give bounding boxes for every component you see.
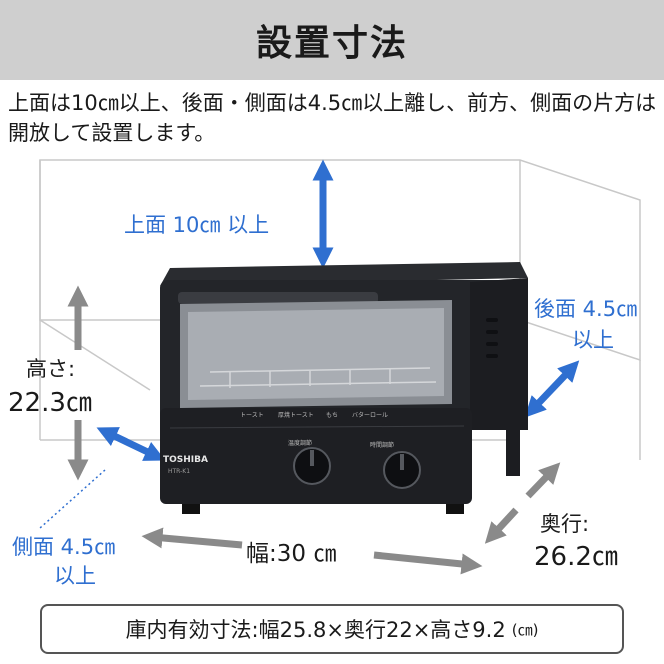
interior-dimensions-unit: (㎝) (511, 620, 539, 639)
menu-label-toast: トースト (240, 412, 264, 419)
back-clearance-label-line1: 後面 4.5㎝ (534, 297, 638, 321)
temperature-dial-label: 温度調節 (288, 440, 313, 447)
oven-rack (199, 367, 437, 388)
depth-arrow-bottom (484, 507, 519, 544)
door-handle (178, 292, 378, 304)
side-clearance-label-line1: 側面 4.5㎝ (12, 535, 116, 559)
menu-label-thick-toast: 厚焼トースト (278, 412, 314, 419)
width-dimension: 幅:30 ㎝ (246, 541, 337, 567)
back-clearance-label-line2: 以上 (572, 328, 614, 352)
timer-dial-label: 時間調節 (370, 442, 395, 449)
menu-label-mochi: もち (326, 412, 339, 419)
side-clearance-arrow (96, 427, 166, 461)
height-value: 22.3㎝ (8, 388, 92, 418)
depth-value: 26.2㎝ (534, 542, 618, 572)
height-label: 高さ: (26, 357, 76, 381)
depth-arrow-top (525, 462, 561, 499)
installation-description: 上面は10㎝以上、後面・側面は4.5㎝以上離し、前方、側面の片方は開放して設置し… (8, 91, 657, 145)
page-title: 設置寸法 (255, 23, 408, 64)
side-guide-line (39, 469, 106, 529)
width-arrow-right (373, 551, 483, 575)
depth-label: 奥行: (540, 512, 590, 536)
model-number: HTR-K1 (168, 468, 191, 475)
toaster-oven (160, 262, 528, 514)
side-vents (486, 318, 498, 358)
side-clearance-label-line2: 以上 (54, 564, 96, 588)
interior-dimensions-text: 庫内有効寸法:幅25.8×奥行22×高さ9.2 (125, 618, 506, 642)
menu-label-butter-roll: バターロール (352, 412, 389, 419)
width-arrow-left (141, 527, 243, 549)
brand-logo: TOSHIBA (163, 455, 208, 465)
interior-dimensions-box: 庫内有効寸法:幅25.8×奥行22×高さ9.2 (㎝) (40, 604, 624, 654)
top-clearance-label: 上面 10㎝ 以上 (124, 213, 270, 237)
title-bar: 設置寸法 (0, 0, 664, 80)
back-clearance-arrow (524, 360, 580, 418)
